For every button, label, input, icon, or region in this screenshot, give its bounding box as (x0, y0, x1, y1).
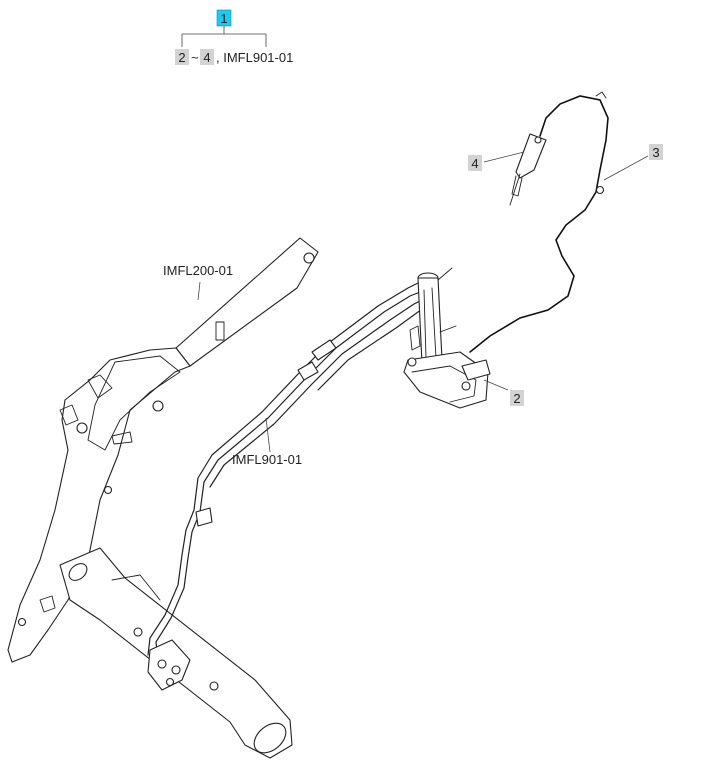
joystick-lever (509, 133, 547, 206)
mid-pin (103, 485, 113, 495)
tube-bolt-2 (209, 681, 219, 691)
hose-clip (195, 507, 213, 527)
range-from-label: 2 (178, 50, 185, 65)
valve-fitting-2 (461, 381, 471, 391)
cable-clip (595, 91, 607, 99)
range-to-label: 4 (203, 50, 210, 65)
cross-tube-cap (68, 563, 88, 581)
cable-line (469, 95, 609, 353)
item-4-label: 4 (471, 156, 478, 171)
joystick-boot (511, 175, 523, 197)
joystick-shaft (509, 173, 521, 206)
hose-line-1 (147, 281, 421, 656)
joystick-button (534, 136, 542, 144)
hose-fitting-2 (297, 361, 319, 381)
range-to-box[interactable] (200, 49, 214, 65)
hose-fitting-1 (311, 339, 337, 361)
joystick-handle (515, 133, 547, 179)
cross-tube-end (253, 722, 287, 754)
boom-plate-edge (87, 355, 181, 451)
hose-line-3 (209, 299, 423, 488)
item-3-label: 3 (652, 145, 659, 160)
range-suffix: , IMFL901-01 (216, 50, 293, 65)
cable-grommet (595, 185, 605, 195)
coupler-2 (171, 665, 181, 675)
boom-slot (111, 431, 133, 445)
boom-upper-beam (175, 237, 319, 367)
boom-end-pin (303, 252, 315, 264)
boom-tab (215, 321, 225, 341)
pivot-pin-1 (76, 422, 88, 434)
valve-manifold (417, 277, 443, 365)
item-2-box[interactable] (510, 390, 524, 406)
leader-item-4 (483, 151, 525, 163)
item-3-box[interactable] (649, 144, 663, 160)
tube-clamp (111, 574, 161, 601)
range-separator: ~ (191, 50, 199, 65)
range-from-box[interactable] (175, 49, 189, 65)
coupler-3 (165, 677, 175, 687)
boom-pivot-left (59, 404, 79, 426)
top-tag-label: 1 (220, 11, 227, 26)
leader-hose (265, 417, 271, 453)
header-group: 1 2 ~ 4 , IMFL901-01 (175, 9, 293, 65)
foot-pin (17, 617, 27, 627)
hose-set (147, 281, 425, 691)
valve-spool (461, 359, 491, 381)
valve-fitting-1 (407, 357, 417, 367)
boom-main-body (7, 347, 191, 663)
valve-studs (437, 267, 457, 333)
pivot-pin-2 (152, 400, 164, 412)
item-2-label: 2 (513, 391, 520, 406)
hose-ref-label: IMFL901-01 (232, 452, 302, 467)
valve-body-edge (411, 365, 477, 403)
arm-ref-label: IMFL200-01 (163, 263, 233, 278)
boom-bracket (87, 374, 113, 399)
bracket-lines (181, 26, 267, 47)
item-4-box[interactable] (468, 155, 482, 171)
valve-assembly (403, 267, 491, 409)
boom-foot-bracket (39, 595, 56, 613)
leader-arm (197, 281, 201, 301)
leader-item-3 (603, 155, 649, 181)
control-cable (469, 91, 609, 353)
loader-arm (7, 237, 319, 663)
valve-bracket (409, 325, 421, 351)
tube-bolt-1 (133, 627, 143, 637)
manifold-ports (423, 287, 437, 359)
coupler-1 (157, 659, 167, 669)
quick-coupler-block (147, 639, 191, 691)
leader-item-2 (483, 379, 509, 391)
hose-line-2 (155, 291, 421, 661)
